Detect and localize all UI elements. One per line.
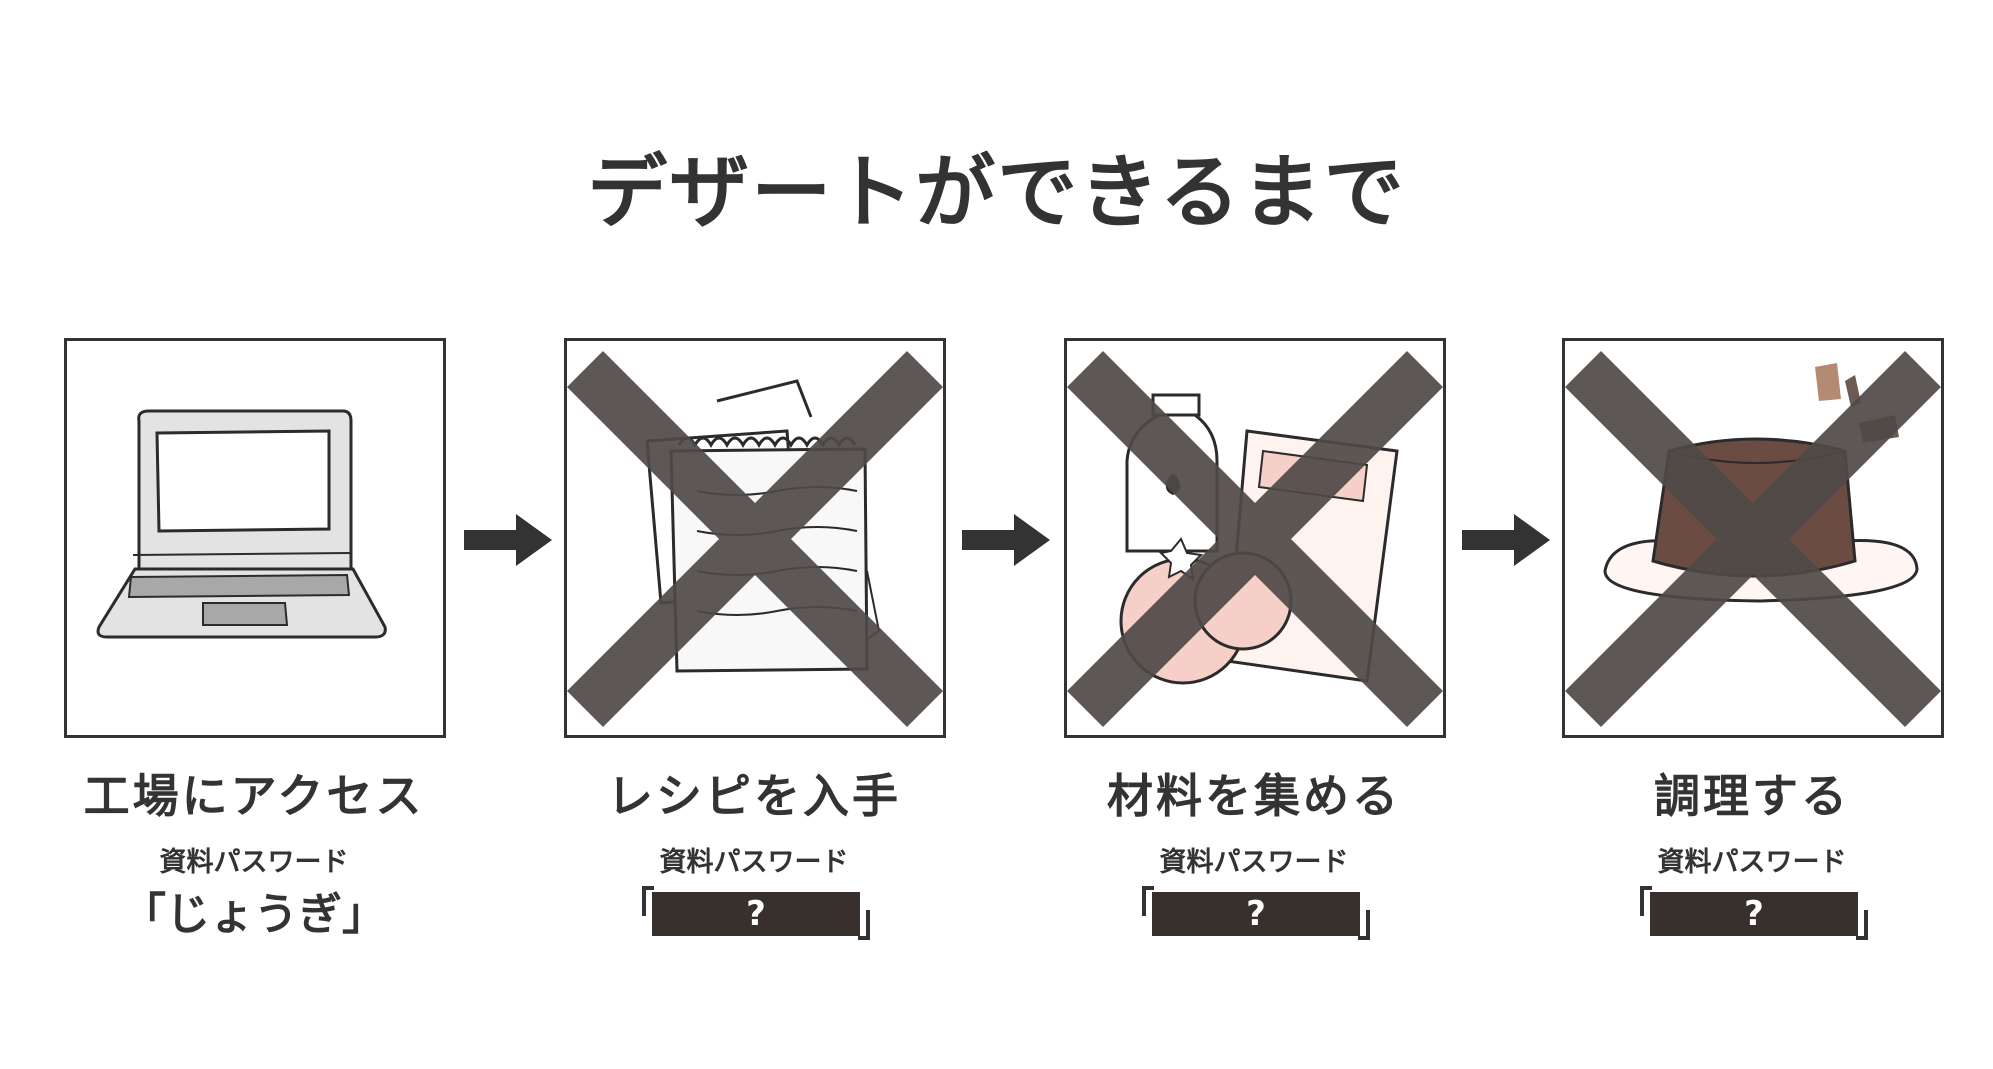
cross-out-icon	[1565, 351, 1941, 727]
password-label: 資料パスワード	[1159, 847, 1349, 878]
bracket-open	[1142, 886, 1154, 916]
cross-out-icon	[567, 351, 943, 727]
step-label: 工場にアクセス	[83, 769, 425, 823]
password-label: 資料パスワード	[659, 847, 849, 878]
bracket-open	[642, 886, 654, 916]
arrow-right-icon	[464, 512, 554, 572]
password-mask: ?	[1152, 892, 1360, 936]
password-label: 資料パスワード	[159, 847, 349, 878]
arrow-right-icon	[962, 512, 1052, 572]
bracket-close	[858, 910, 870, 940]
arrow-right-icon	[1462, 512, 1552, 572]
step-panel	[564, 338, 946, 738]
laptop-icon	[96, 409, 387, 639]
page-title: デザートができるまで	[587, 146, 1406, 239]
password-mask: ?	[1650, 892, 1858, 936]
password-hidden: ?	[1142, 886, 1370, 940]
bracket-open	[1640, 886, 1652, 916]
step-label: 調理する	[1654, 769, 1850, 823]
bracket-close	[1358, 910, 1370, 940]
step-panel	[64, 338, 446, 738]
cross-out-icon	[1067, 351, 1443, 727]
bracket-close	[1856, 910, 1868, 940]
password-mask: ?	[652, 892, 860, 936]
password-label: 資料パスワード	[1657, 847, 1847, 878]
step-label: 材料を集める	[1107, 769, 1401, 823]
step-label: レシピを入手	[607, 769, 901, 823]
step-panel	[1064, 338, 1446, 738]
password-value: 「じょうぎ」	[122, 889, 386, 940]
step-panel	[1562, 338, 1944, 738]
password-hidden: ?	[1640, 886, 1868, 940]
password-hidden: ?	[642, 886, 870, 940]
